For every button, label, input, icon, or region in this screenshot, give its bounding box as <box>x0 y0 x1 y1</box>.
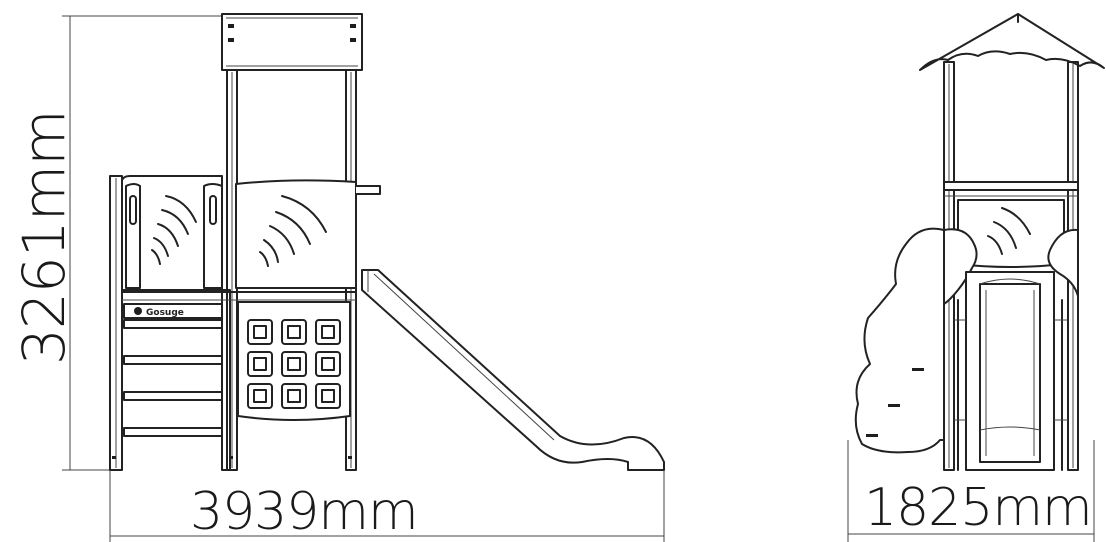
depth-dimension-label: 1825mm <box>864 478 1093 538</box>
roof-panel <box>221 13 363 71</box>
side-deck-beams <box>943 181 1079 197</box>
depth-dimension-line <box>847 440 1095 542</box>
front-view: Gosuge <box>109 13 665 471</box>
slide-chute <box>957 271 1063 471</box>
side-rails <box>954 319 1068 421</box>
ladder-posts <box>109 175 231 471</box>
logo-text: Gosuge <box>146 308 184 318</box>
side-view <box>854 13 1105 471</box>
ladder-rungs <box>123 319 223 437</box>
climbing-wall <box>854 227 1079 454</box>
logo-plate: Gosuge <box>123 303 223 319</box>
height-dimension-line <box>62 15 224 471</box>
post-bolts <box>112 456 352 459</box>
activity-panel <box>237 301 351 421</box>
slide <box>361 269 665 471</box>
handle-bar <box>355 185 381 195</box>
tic-tac-toe-cells <box>247 319 341 409</box>
right-guard-panel <box>235 179 357 289</box>
pitched-roof <box>919 13 1105 71</box>
left-guard-panel <box>121 175 223 291</box>
width-dimension-label: 3939mm <box>190 482 419 542</box>
height-dimension-label: 3261mm <box>10 110 78 365</box>
width-dimension-line <box>109 470 665 542</box>
